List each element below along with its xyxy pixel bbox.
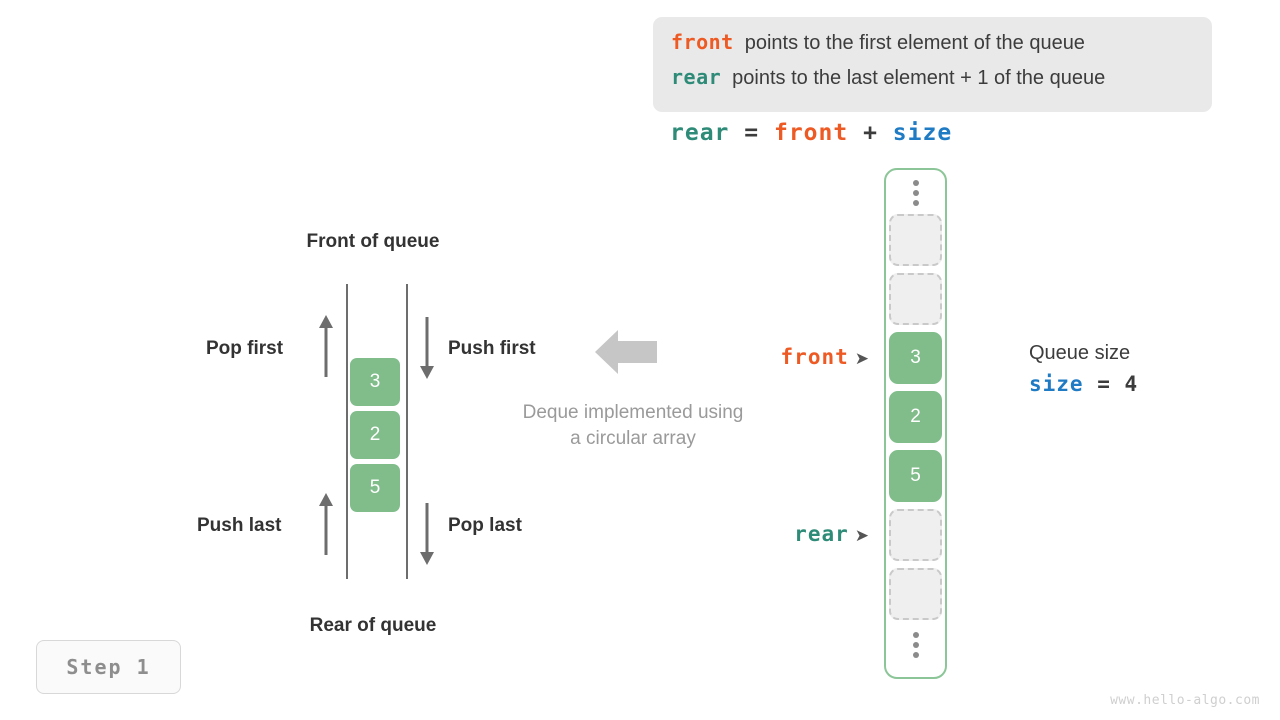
array-slot-2: 3 (889, 332, 942, 384)
diagram-caption: Deque implemented using a circular array (492, 400, 774, 452)
queue-size-block: Queue size size = 4 (1029, 338, 1138, 400)
formula-size: size (892, 120, 953, 146)
deque-title-front: Front of queue (306, 231, 440, 252)
deque-title-rear: Rear of queue (309, 615, 437, 636)
queue-size-equals: = (1097, 372, 1111, 396)
formula-front: front (773, 120, 849, 146)
formula-rear-equals-front-plus-size: rear = front + size (670, 120, 952, 146)
legend-keyword-front: front (671, 30, 734, 54)
array-slot-1 (889, 273, 942, 325)
pointer-rear-arrow-icon: ➤ (854, 526, 870, 545)
legend-keyword-rear: rear (671, 65, 722, 89)
diagram-caption-line2: a circular array (570, 428, 696, 449)
pointer-front-label: front (780, 345, 849, 369)
formula-rear: rear (670, 120, 730, 146)
deque-op-push-first-label: Push first (448, 338, 536, 359)
queue-size-formula: size = 4 (1029, 368, 1138, 400)
queue-size-caption: Queue size (1029, 342, 1131, 364)
deque-cell-2: 5 (350, 464, 400, 512)
array-slot-3: 2 (889, 391, 942, 443)
deque-op-push-last-label: Push last (197, 515, 282, 536)
pointer-front: front ➤ (700, 345, 870, 370)
formula-plus: + (863, 120, 878, 146)
legend-line-rear: rear points to the last element + 1 of t… (671, 65, 1194, 100)
queue-size-value: 4 (1124, 372, 1139, 396)
arrow-up-pop-first (319, 315, 333, 377)
array-slot-0 (889, 214, 942, 266)
array-ellipsis-bottom-icon (910, 632, 922, 658)
deque-op-pop-last-label: Pop last (448, 515, 522, 536)
step-badge: Step 1 (36, 640, 181, 694)
deque-op-pop-first-label: Pop first (206, 338, 284, 359)
pointer-front-arrow-icon: ➤ (854, 349, 870, 368)
pointer-rear: rear ➤ (700, 522, 870, 547)
deque-guide-line-right (406, 284, 408, 579)
legend-text-rear: points to the last element + 1 of the qu… (732, 67, 1106, 89)
array-ellipsis-top-icon (910, 180, 922, 206)
legend-box: front points to the first element of the… (653, 17, 1212, 112)
deque-guide-line-left (346, 284, 348, 579)
left-pointing-block-arrow-icon (595, 330, 657, 374)
queue-size-name: size (1029, 372, 1084, 396)
footer-watermark-url: www.hello-algo.com (1110, 693, 1260, 708)
array-slot-6 (889, 568, 942, 620)
arrow-down-push-first (420, 317, 434, 379)
array-slot-5 (889, 509, 942, 561)
legend-text-front: points to the first element of the queue (744, 32, 1085, 54)
arrow-up-push-last (319, 493, 333, 555)
pointer-rear-label: rear (794, 522, 849, 546)
arrow-down-pop-last (420, 503, 434, 565)
step-badge-label: Step 1 (66, 655, 151, 679)
deque-cell-1: 2 (350, 411, 400, 459)
deque-cell-0: 3 (350, 358, 400, 406)
array-slot-4: 5 (889, 450, 942, 502)
diagram-caption-line1: Deque implemented using (522, 402, 744, 423)
legend-line-front: front points to the first element of the… (671, 30, 1194, 65)
formula-equals: = (744, 120, 760, 146)
